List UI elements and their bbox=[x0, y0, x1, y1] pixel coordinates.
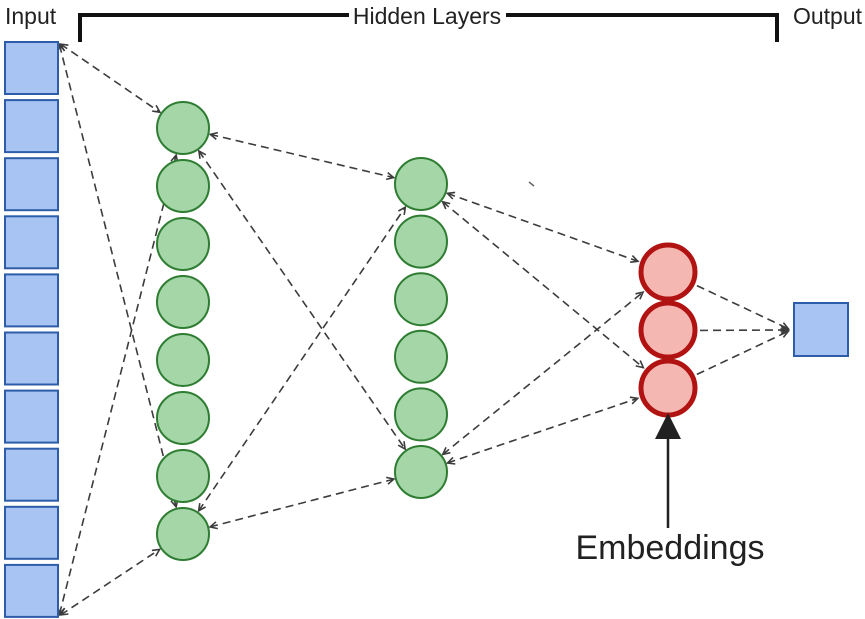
output-label: Output bbox=[793, 3, 863, 29]
embeddings-annotation: Embeddings bbox=[575, 413, 765, 567]
arrowhead-icon bbox=[445, 191, 456, 200]
input-node bbox=[4, 447, 59, 502]
input-node bbox=[4, 563, 59, 618]
hidden2-node bbox=[394, 214, 448, 269]
input-node bbox=[4, 273, 59, 328]
connection-line bbox=[198, 150, 406, 450]
connection-line bbox=[58, 154, 177, 615]
connection-line bbox=[442, 201, 644, 369]
arrowhead-icon bbox=[385, 171, 396, 181]
hidden1-node bbox=[156, 217, 210, 271]
connection-line bbox=[60, 43, 161, 113]
hidden-layers-bracket bbox=[78, 13, 779, 42]
hidden1-node bbox=[156, 159, 210, 213]
hidden2-node bbox=[394, 445, 448, 499]
hidden2-node bbox=[394, 387, 448, 442]
input-node bbox=[4, 331, 59, 386]
input-node bbox=[4, 505, 59, 560]
arrowhead-icon bbox=[441, 446, 451, 456]
arrowhead-icon bbox=[59, 607, 69, 616]
hidden1-node bbox=[156, 507, 210, 561]
connection-line bbox=[198, 206, 406, 512]
arrowhead-icon bbox=[197, 502, 206, 513]
arrowhead-icon bbox=[630, 255, 640, 263]
connection-line bbox=[210, 133, 394, 179]
stray-mark bbox=[528, 181, 535, 187]
output-node bbox=[793, 302, 849, 357]
arrowhead-icon bbox=[635, 290, 645, 300]
input-node bbox=[4, 157, 59, 212]
hidden2-node bbox=[394, 329, 448, 384]
arrowhead-icon bbox=[398, 205, 407, 216]
embeddings-node bbox=[638, 300, 698, 360]
connection-line bbox=[60, 548, 161, 616]
connection-line bbox=[696, 284, 789, 330]
hidden1-node bbox=[156, 391, 210, 445]
arrowhead-icon bbox=[386, 476, 396, 485]
arrowhead-icon bbox=[780, 325, 790, 335]
input-label: Input bbox=[5, 3, 57, 29]
arrowhead-icon bbox=[151, 548, 162, 557]
input-node bbox=[4, 41, 59, 95]
embeddings-arrow-head-icon bbox=[655, 413, 681, 439]
connection-line bbox=[447, 192, 639, 263]
connection-line bbox=[696, 330, 789, 376]
hidden2-node bbox=[394, 157, 448, 211]
arrowhead-icon bbox=[152, 104, 162, 114]
hidden1-node bbox=[156, 275, 210, 329]
arrowhead-icon bbox=[445, 456, 456, 465]
arrowhead-icon bbox=[780, 322, 790, 330]
embeddings-node bbox=[638, 242, 698, 302]
hidden1-node bbox=[156, 101, 210, 155]
input-node bbox=[4, 99, 59, 154]
embeddings-label: Embeddings bbox=[575, 529, 764, 567]
hidden2-node bbox=[394, 272, 448, 327]
hidden-layers-label: Hidden Layers bbox=[353, 3, 501, 29]
hidden1-node bbox=[156, 449, 210, 503]
input-node bbox=[4, 215, 59, 270]
connection-line bbox=[209, 478, 395, 528]
arrowhead-icon bbox=[397, 441, 407, 451]
embeddings-node bbox=[638, 358, 698, 418]
nodes-layer bbox=[4, 41, 849, 618]
connection-line bbox=[442, 291, 644, 456]
arrowhead-icon bbox=[635, 360, 645, 369]
arrowhead-icon bbox=[197, 149, 207, 159]
arrowhead-icon bbox=[441, 200, 451, 210]
arrowhead-icon bbox=[780, 330, 790, 338]
arrowhead-icon bbox=[629, 396, 640, 405]
hidden1-node bbox=[156, 333, 210, 387]
input-node bbox=[4, 389, 59, 444]
edges-layer bbox=[57, 43, 790, 616]
arrowhead-icon bbox=[208, 131, 219, 141]
arrowhead-icon bbox=[208, 521, 218, 530]
connection-line bbox=[58, 44, 177, 508]
connection-line bbox=[447, 397, 638, 464]
